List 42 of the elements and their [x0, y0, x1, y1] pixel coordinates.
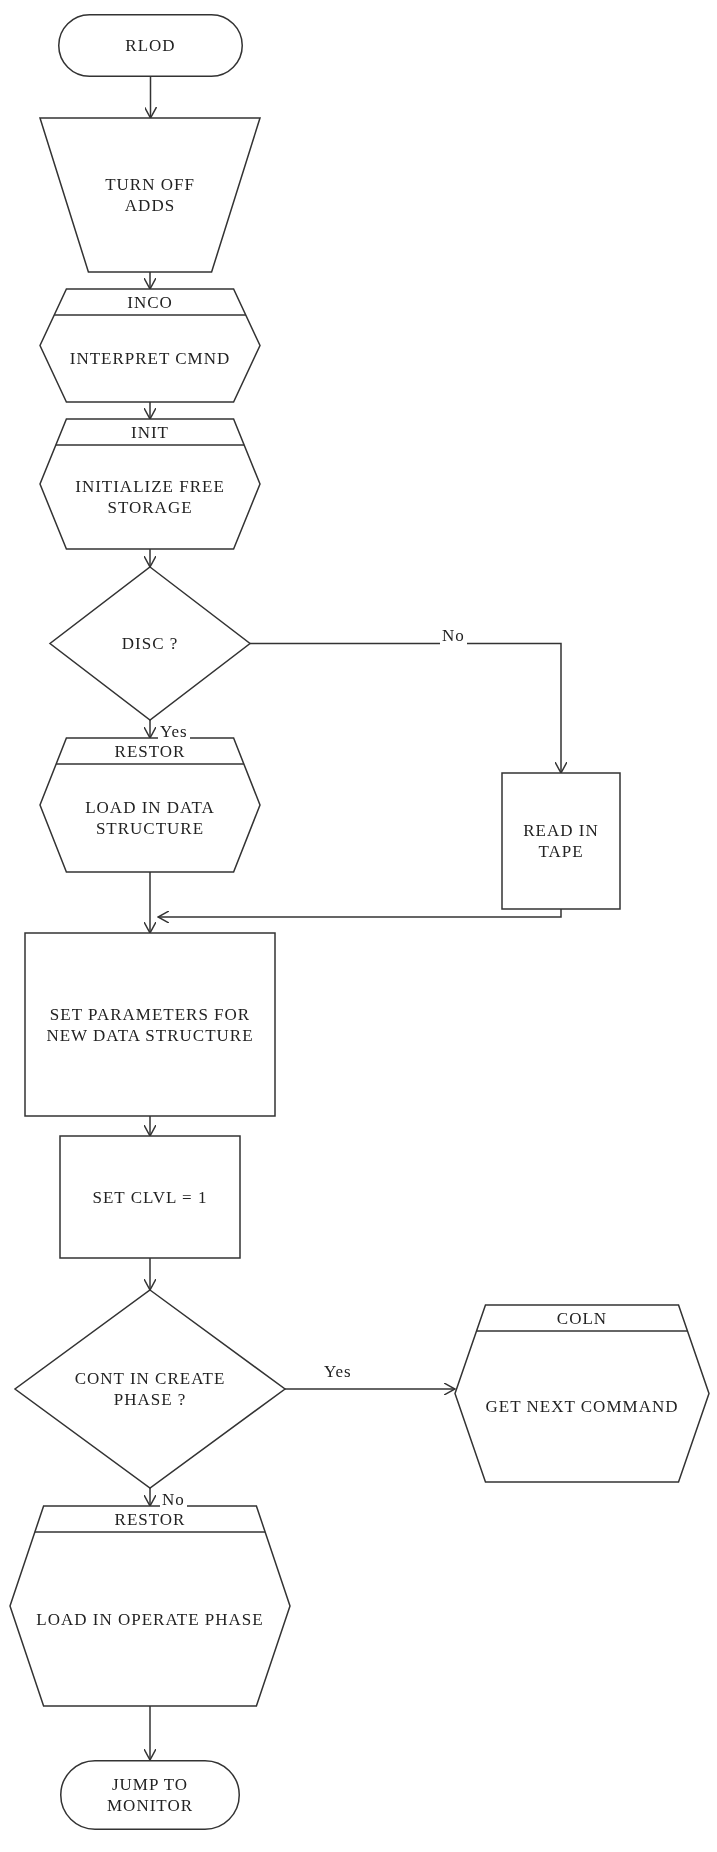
- node-label: LOAD IN OPERATE PHASE: [35, 1608, 265, 1631]
- node-label: JUMP TO MONITOR: [106, 1774, 194, 1817]
- subroutine-name: RESTOR: [113, 741, 187, 762]
- subroutine-node: [40, 419, 260, 549]
- arrow: [157, 908, 562, 924]
- node-label: GET NEXT COMMAND: [484, 1396, 680, 1418]
- arrow: [143, 719, 157, 739]
- process-box: [60, 1136, 240, 1258]
- arrow: [143, 548, 157, 568]
- subroutine-name: COLN: [555, 1308, 609, 1329]
- subroutine-node: [10, 1506, 290, 1706]
- arrow: [143, 1705, 157, 1761]
- manual-operation-node: [40, 118, 260, 272]
- node-label: INTERPRET CMND: [68, 348, 232, 370]
- arrow: [143, 271, 157, 290]
- arrow: [249, 642, 568, 774]
- node-label: READ IN TAPE: [522, 820, 600, 863]
- node-label: SET PARAMETERS FOR NEW DATA STRUCTURE: [45, 1003, 255, 1047]
- arrow: [143, 401, 157, 420]
- subroutine-node: [455, 1305, 709, 1482]
- node-label: INITIALIZE FREE STORAGE: [74, 476, 226, 519]
- arrow: [143, 1487, 157, 1507]
- arrow: [143, 76, 158, 119]
- subroutine-name: RESTOR: [113, 1509, 187, 1530]
- subroutine-node: [40, 289, 260, 402]
- decision-diamond: [50, 567, 250, 720]
- subroutine-name: INIT: [130, 422, 170, 443]
- node-label: CONT IN CREATE PHASE ?: [73, 1368, 227, 1411]
- arrow: [284, 1382, 456, 1396]
- node-label: RLOD: [124, 35, 177, 57]
- node-label: SET CLVL = 1: [91, 1186, 209, 1209]
- arrow: [143, 1115, 157, 1137]
- subroutine-node: [40, 738, 260, 872]
- decision-diamond: [15, 1290, 285, 1488]
- subroutine-name: INCO: [126, 292, 174, 313]
- node-label: DISC ?: [120, 633, 180, 655]
- node-label: TURN OFF ADDS: [104, 174, 196, 217]
- node-label: LOAD IN DATA STRUCTURE: [84, 797, 216, 840]
- arrow: [143, 871, 157, 934]
- arrow: [143, 1257, 157, 1291]
- process-box: [502, 773, 620, 909]
- process-box: [25, 933, 275, 1116]
